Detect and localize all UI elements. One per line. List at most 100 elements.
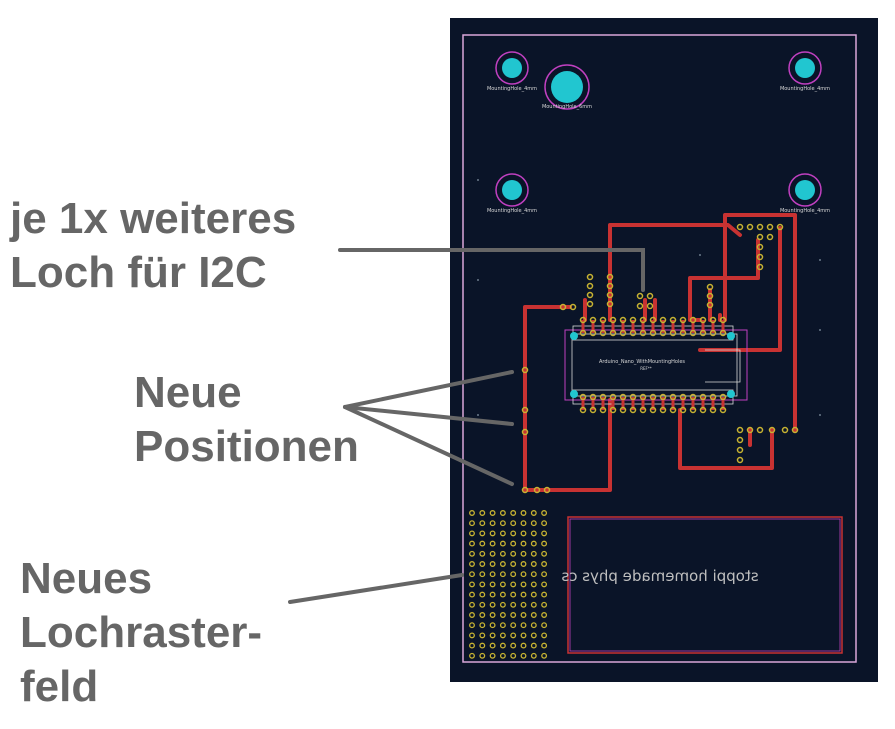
arduino-module-ref: REF** xyxy=(640,366,652,371)
perfboard-pad xyxy=(530,632,537,639)
pin-pad xyxy=(589,329,597,337)
perfboard-pad xyxy=(489,622,496,629)
pin-pad xyxy=(639,406,647,414)
perfboard-pad xyxy=(520,520,527,527)
perfboard-pad xyxy=(479,520,486,527)
pin-pad xyxy=(609,316,617,324)
perfboard-pad xyxy=(479,510,486,516)
pin-pad xyxy=(689,329,697,337)
pin-pad xyxy=(719,316,727,324)
perfboard-pad xyxy=(469,612,475,618)
perfboard-pad xyxy=(479,581,486,588)
perfboard-pad xyxy=(489,652,496,659)
pin-pad xyxy=(709,406,717,414)
arduino-module-label: Arduino_Nano_WithMountingHoles xyxy=(599,359,685,365)
annotation-new-grid: Neues Lochraster- feld xyxy=(20,554,263,711)
perfboard-pad xyxy=(530,571,537,578)
perfboard-pad xyxy=(541,510,548,516)
arduino-mount-holes xyxy=(570,332,735,398)
perfboard-pad xyxy=(499,550,506,557)
perfboard-pad xyxy=(530,581,537,588)
silkscreen-text: stoppi homemade phys cs xyxy=(561,567,758,585)
perfboard-pad xyxy=(520,530,527,537)
positions-arrow-1 xyxy=(343,370,514,409)
perfboard-pad xyxy=(479,601,486,608)
mounting-hole-mid-left xyxy=(495,173,529,207)
pin-pad xyxy=(719,406,727,414)
pin-pad xyxy=(609,393,617,401)
perfboard-pad xyxy=(541,632,548,639)
perfboard-pad xyxy=(489,530,496,537)
board-outline xyxy=(462,34,857,663)
perfboard-pad xyxy=(469,601,475,608)
perfboard-pad xyxy=(541,601,548,608)
perfboard-pad xyxy=(469,571,475,578)
pin-pad xyxy=(709,329,717,337)
pin-pad xyxy=(599,316,607,324)
pin-pad xyxy=(609,406,617,414)
perfboard-pad xyxy=(489,591,496,598)
pin-pad xyxy=(689,406,697,414)
perfboard-pad xyxy=(499,601,506,608)
perfboard-pad xyxy=(489,632,496,639)
perfboard-pad xyxy=(499,591,506,598)
pin-pad xyxy=(699,329,707,337)
perfboard-pad xyxy=(499,510,506,516)
pin-pad xyxy=(589,316,597,324)
perfboard-pad xyxy=(510,510,517,516)
pin-pad xyxy=(639,393,647,401)
perfboard-pad xyxy=(530,550,537,557)
mounting-hole-label-3: MountingHole_4mm xyxy=(487,208,537,214)
perfboard-pad xyxy=(479,612,486,618)
perfboard-pad xyxy=(520,510,527,516)
mounting-hole-label-2: MountingHole_4mm xyxy=(780,86,830,92)
perfboard-pad xyxy=(469,642,475,649)
pin-pad xyxy=(609,329,617,337)
mounting-hole-label-1: MountingHole_4mm xyxy=(487,86,537,92)
pin-pad xyxy=(599,406,607,414)
pin-pad xyxy=(659,329,667,337)
pin-pad xyxy=(679,393,687,401)
perfboard-pad xyxy=(469,550,475,557)
silkscreen-box xyxy=(567,516,843,654)
perfboard-pad xyxy=(530,652,537,659)
mounting-hole-label-4: MountingHole_4mm xyxy=(780,208,830,214)
perfboard-pad xyxy=(510,632,517,639)
pin-pad xyxy=(659,316,667,324)
pin-pad xyxy=(679,406,687,414)
perfboard-pad xyxy=(510,561,517,567)
perfboard-pad xyxy=(520,652,527,659)
perfboard-pad xyxy=(510,622,517,629)
pin-pad xyxy=(679,329,687,337)
pin-pad xyxy=(669,406,677,414)
pin-pad xyxy=(649,329,657,337)
pin-pad xyxy=(629,406,637,414)
perfboard-pad xyxy=(469,622,475,629)
pin-pad xyxy=(669,393,677,401)
header-pads-bottom-right xyxy=(736,426,799,464)
annotation-i2c: je 1x weiteres Loch für I2C xyxy=(10,194,297,297)
perfboard-pad xyxy=(541,530,548,537)
pin-pad xyxy=(619,393,627,401)
header-pads-top xyxy=(559,223,784,311)
perfboard-pad xyxy=(530,561,537,567)
pin-pad xyxy=(699,406,707,414)
perfboard-pad xyxy=(469,520,475,527)
perfboard-pad xyxy=(520,591,527,598)
perfboard-pad xyxy=(489,601,496,608)
perfboard-pad xyxy=(520,601,527,608)
pin-pad xyxy=(579,329,587,337)
perfboard-pad xyxy=(530,510,537,516)
perfboard-pad xyxy=(520,622,527,629)
pin-pad xyxy=(649,316,657,324)
mounting-hole-large xyxy=(544,64,590,110)
arduino-nano-courtyard xyxy=(564,329,748,401)
perfboard-pad xyxy=(489,642,496,649)
perfboard-pad xyxy=(530,622,537,629)
pin-pad xyxy=(639,329,647,337)
perfboard-pad xyxy=(469,540,475,547)
perfboard-pad xyxy=(541,520,548,527)
perfboard-grid xyxy=(469,510,548,659)
perfboard-pad xyxy=(510,571,517,578)
perfboard-pad xyxy=(489,550,496,557)
